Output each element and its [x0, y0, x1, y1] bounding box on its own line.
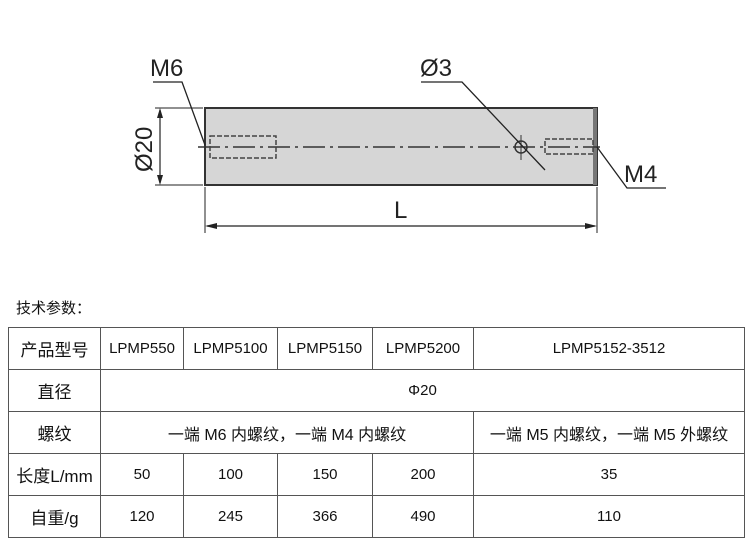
table-cell: LPMP5100 [183, 327, 278, 370]
row-header: 自重/g [8, 495, 101, 538]
table-row-thread: 螺纹 一端 M6 内螺纹，一端 M4 内螺纹 一端 M5 内螺纹，一端 M5 外… [8, 411, 745, 454]
table-cell: LPMP550 [100, 327, 184, 370]
params-title: 技术参数： [16, 300, 92, 317]
table-cell: 200 [372, 453, 474, 496]
d20-label: Ø20 [131, 127, 158, 172]
row-header: 螺纹 [8, 411, 101, 454]
table-cell: 150 [277, 453, 373, 496]
row-header: 产品型号 [8, 327, 101, 370]
table-cell: 一端 M6 内螺纹，一端 M4 内螺纹 [100, 411, 474, 454]
row-header: 长度L/mm [8, 453, 101, 496]
m6-hole [209, 135, 277, 159]
table-cell: 一端 M5 内螺纹，一端 M5 外螺纹 [473, 411, 745, 454]
m6-leader [153, 81, 206, 146]
table-cell: 100 [183, 453, 278, 496]
d3-label: Ø3 [420, 55, 452, 82]
table-cell: 50 [100, 453, 184, 496]
m6-label: M6 [150, 55, 183, 82]
row-header: 直径 [8, 369, 101, 412]
table-cell: 35 [473, 453, 745, 496]
table-cell: 366 [277, 495, 373, 538]
m4-hole [544, 138, 594, 155]
d3-leader [421, 81, 546, 171]
rod-technical-drawing: M6 Ø3 M4 Ø20 L [131, 55, 666, 233]
table-cell: 245 [183, 495, 278, 538]
length-label: L [394, 197, 407, 224]
table-row-model: 产品型号 LPMP550 LPMP5100 LPMP5150 LPMP5200 … [8, 327, 745, 370]
m4-leader [596, 146, 666, 189]
table-row-length: 长度L/mm 50 100 150 200 35 [8, 453, 745, 496]
table-row-weight: 自重/g 120 245 366 490 110 [8, 495, 745, 538]
table-cell: Φ20 [100, 369, 745, 412]
table-cell: LPMP5152-3512 [473, 327, 745, 370]
m4-label: M4 [624, 161, 657, 188]
table-cell: LPMP5150 [277, 327, 373, 370]
spec-table: 产品型号 LPMP550 LPMP5100 LPMP5150 LPMP5200 … [8, 327, 745, 538]
table-cell: 490 [372, 495, 474, 538]
table-cell: 110 [473, 495, 745, 538]
table-cell: 120 [100, 495, 184, 538]
table-cell: LPMP5200 [372, 327, 474, 370]
table-row-diameter: 直径 Φ20 [8, 369, 745, 412]
